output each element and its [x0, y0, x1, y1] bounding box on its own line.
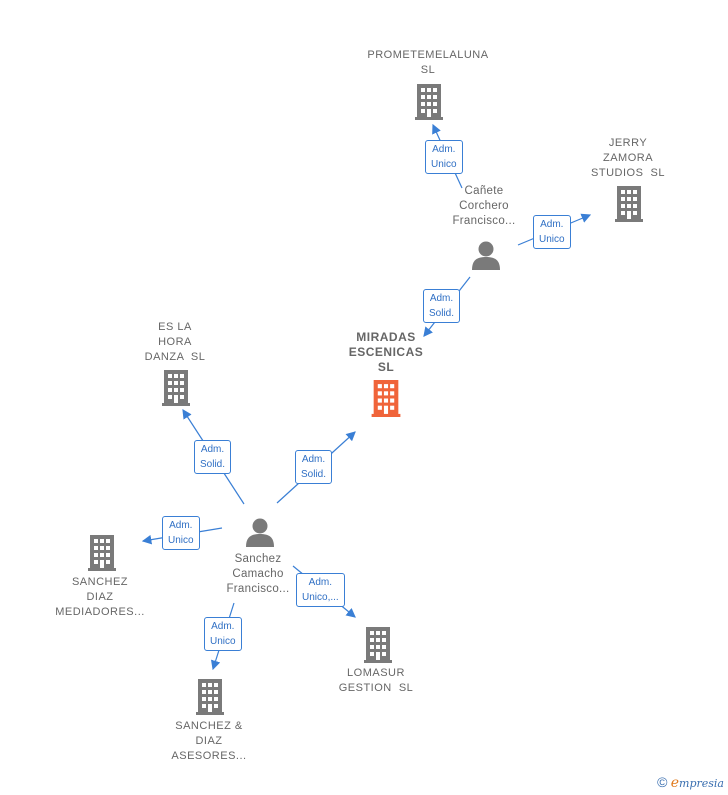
person-icon[interactable] — [246, 518, 274, 548]
company-label-miradas-escenicas[interactable]: MIRADAS ESCENICAS SL — [348, 330, 424, 374]
brand-name: mpresia — [679, 777, 724, 790]
company-label-prometemelaluna[interactable]: PROMETEMELALUNA SL — [367, 49, 489, 76]
brand-footer[interactable]: © empresia — [657, 774, 724, 791]
building-icon-main[interactable] — [371, 380, 401, 417]
relation-badge[interactable]: Adm. Solid. — [423, 289, 461, 323]
relation-badge[interactable]: Adm. Unico — [533, 215, 571, 249]
company-label-sanchez-diaz-asesores[interactable]: SANCHEZ & DIAZ ASESORES... — [171, 720, 247, 762]
relation-badge[interactable]: Adm. Solid. — [295, 450, 333, 484]
person-label-sanchez-camacho[interactable]: Sanchez Camacho Francisco... — [226, 553, 290, 595]
relation-badge[interactable]: Adm. Unico,... — [296, 573, 345, 607]
brand-logo-e: e — [670, 775, 680, 791]
person-label-canete[interactable]: Cañete Corchero Francisco... — [452, 185, 516, 227]
relation-badge[interactable]: Adm. Unico — [162, 516, 200, 550]
company-label-es-la-hora[interactable]: ES LA HORA DANZA SL — [144, 321, 206, 363]
person-icon[interactable] — [472, 241, 500, 271]
building-icon[interactable] — [615, 186, 643, 222]
relation-badge[interactable]: Adm. Unico — [425, 140, 463, 174]
building-icon[interactable] — [364, 627, 392, 663]
building-icon[interactable] — [88, 535, 116, 571]
building-icon[interactable] — [415, 84, 443, 120]
company-label-jerry-zamora[interactable]: JERRY ZAMORA STUDIOS SL — [591, 137, 665, 179]
company-label-lomasur[interactable]: LOMASUR GESTION SL — [338, 667, 414, 694]
relation-badge[interactable]: Adm. Solid. — [194, 440, 232, 474]
copyright-icon: © — [657, 774, 668, 790]
building-icon[interactable] — [196, 679, 224, 715]
relation-badge[interactable]: Adm. Unico — [204, 617, 242, 651]
company-label-sanchez-diaz-mediadores[interactable]: SANCHEZ DIAZ MEDIADORES... — [55, 576, 145, 618]
building-icon[interactable] — [162, 370, 190, 406]
